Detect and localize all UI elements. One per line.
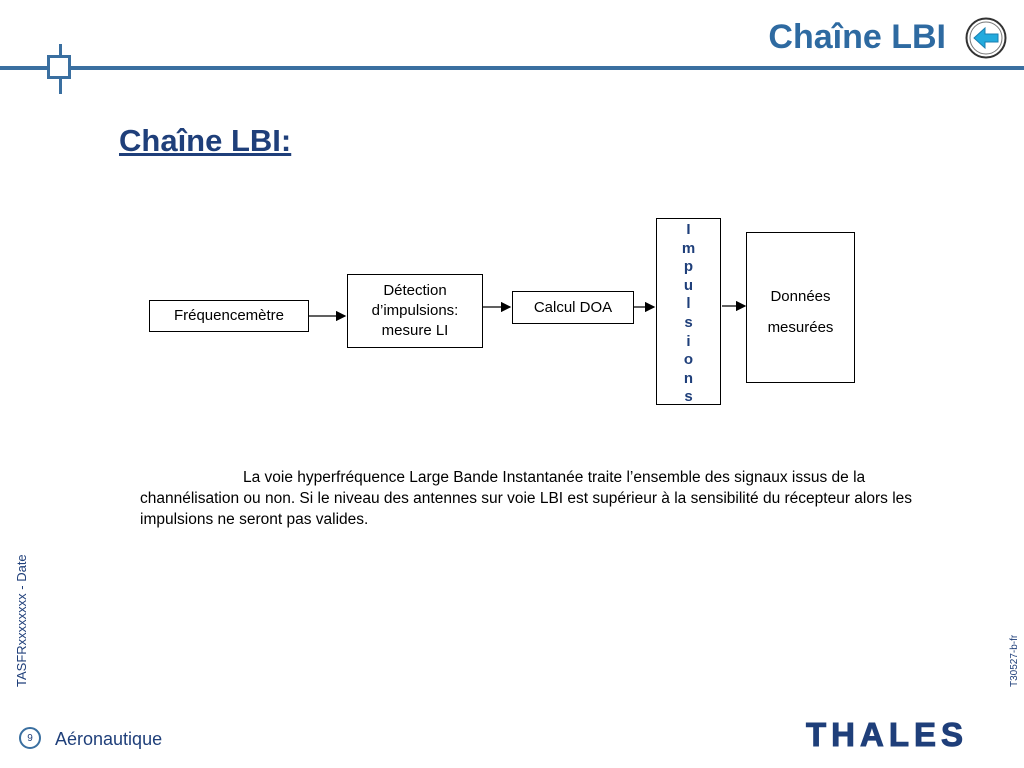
box-frequencemetre-label: Fréquencemètre <box>173 307 285 324</box>
body-paragraph: La voie hyperfréquence Large Bande Insta… <box>140 467 920 530</box>
box-donnees: Données mesurées <box>746 232 855 383</box>
box-calcul-label: Calcul DOA <box>533 298 613 316</box>
page-number-text: 9 <box>27 732 33 744</box>
arrow-left-icon[interactable] <box>964 16 1008 60</box>
impulsions-letter: s <box>684 388 693 405</box>
header-rule <box>0 66 1024 70</box>
box-calcul-doa: Calcul DOA <box>512 291 634 324</box>
box-donnees-line2: mesurées <box>767 319 834 336</box>
slide-title: Chaîne LBI: <box>119 123 292 158</box>
footer-label: Aéronautique <box>55 729 163 749</box>
impulsions-letter: i <box>686 332 691 350</box>
box-frequencemetre: Fréquencemètre <box>149 300 309 332</box>
impulsions-letter: u <box>683 276 694 294</box>
impulsions-letter: s <box>684 313 693 331</box>
box-detection-label: Détection d’impulsions: mesure LI <box>371 282 459 339</box>
thales-logo: THALES <box>806 718 968 750</box>
impulsions-letter: l <box>686 295 691 313</box>
box-donnees-line1: Données <box>770 288 831 305</box>
box-impulsions: I m p u l s i o n s <box>656 218 721 405</box>
impulsions-letter: o <box>683 351 694 369</box>
body-paragraph-text: La voie hyperfréquence Large Bande Insta… <box>140 469 913 528</box>
side-reference-left: TASFRxxxxxxxx - Date <box>14 554 29 687</box>
impulsions-letter: n <box>683 369 694 387</box>
box-detection: Détection d’impulsions: mesure LI <box>347 274 483 348</box>
side-reference-right: T30527-b-fr <box>1009 634 1020 687</box>
impulsions-letter: m <box>681 239 696 257</box>
header-cross-box <box>47 55 71 79</box>
thales-logo-text: THALES <box>806 718 968 750</box>
page-number: 9 <box>19 727 41 749</box>
impulsions-letter: p <box>683 258 694 276</box>
impulsions-letter: I <box>686 221 691 238</box>
header-title: Chaîne LBI <box>768 18 946 56</box>
